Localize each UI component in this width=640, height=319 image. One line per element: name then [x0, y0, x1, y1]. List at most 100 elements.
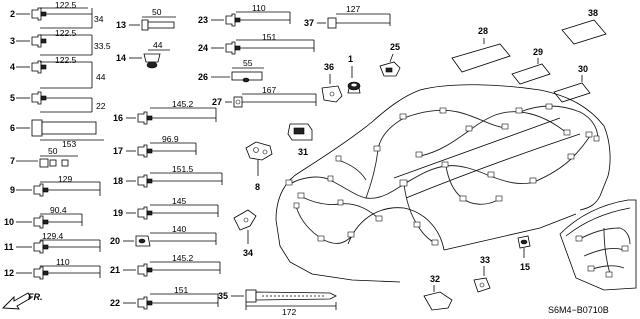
svg-text:2: 2 [10, 9, 15, 19]
svg-text:44: 44 [96, 72, 106, 82]
svg-text:30: 30 [578, 64, 588, 74]
svg-text:19: 19 [113, 208, 123, 218]
svg-text:153: 153 [62, 139, 76, 149]
svg-text:16: 16 [113, 113, 123, 123]
svg-text:3: 3 [10, 36, 15, 46]
svg-text:129.4: 129.4 [42, 231, 64, 241]
svg-text:21: 21 [110, 265, 120, 275]
part-20: 20 140 [110, 224, 217, 247]
part-34: 34 [233, 209, 257, 258]
part-35: 35 172 [218, 289, 337, 317]
harness-connectors [285, 103, 600, 246]
svg-text:23: 23 [198, 15, 208, 25]
svg-text:129: 129 [58, 174, 72, 184]
svg-text:4: 4 [10, 62, 15, 72]
part-32: 32 [423, 274, 453, 311]
svg-text:29: 29 [533, 47, 543, 57]
part-6: 6 153 [10, 119, 104, 149]
part-5: 5 22 [10, 91, 106, 113]
part-21: 21 145.2 [110, 253, 221, 277]
svg-text:13: 13 [116, 20, 126, 30]
door-panel [559, 199, 637, 291]
svg-text:90.4: 90.4 [50, 205, 67, 215]
part-31: 31 [287, 123, 313, 157]
svg-text:14: 14 [116, 53, 126, 63]
svg-text:26: 26 [198, 72, 208, 82]
front-arrow-icon: FR. [1, 292, 43, 310]
svg-text:9: 9 [10, 185, 15, 195]
svg-text:31: 31 [298, 147, 308, 157]
part-3: 3 122.5 33.5 [10, 28, 111, 56]
svg-text:22: 22 [110, 298, 120, 308]
svg-text:8: 8 [255, 182, 260, 192]
part-33: 33 [473, 255, 491, 293]
svg-text:27: 27 [212, 97, 222, 107]
svg-text:7: 7 [10, 156, 15, 166]
svg-text:32: 32 [430, 274, 440, 284]
svg-text:34: 34 [243, 248, 253, 258]
svg-text:140: 140 [172, 224, 186, 234]
svg-text:25: 25 [390, 42, 400, 52]
svg-text:96.9: 96.9 [162, 134, 179, 144]
part-16: 16 145.2 [113, 99, 217, 125]
car-body-outline [275, 84, 611, 283]
part-17: 17 96.9 [113, 134, 197, 158]
svg-text:127: 127 [346, 4, 360, 14]
svg-text:33: 33 [480, 255, 490, 265]
part-22: 22 151 [110, 285, 219, 310]
part-24: 24 151 [198, 32, 315, 55]
part-11: 11 129.4 [4, 231, 101, 254]
svg-text:28: 28 [478, 26, 488, 36]
svg-text:55: 55 [243, 58, 253, 68]
door-wire-harness [575, 227, 631, 278]
svg-text:17: 17 [113, 146, 123, 156]
svg-text:151: 151 [174, 285, 188, 295]
svg-text:20: 20 [110, 236, 120, 246]
svg-text:15: 15 [520, 262, 530, 272]
part-2: 2 122.5 34 [10, 0, 104, 29]
part-23: 23 110 [198, 3, 291, 27]
svg-text:167: 167 [262, 85, 276, 95]
svg-text:33.5: 33.5 [94, 41, 111, 51]
part-8: 8 [245, 141, 273, 192]
part-19: 19 145 [113, 196, 219, 220]
svg-text:50: 50 [152, 7, 162, 17]
svg-text:122.5: 122.5 [55, 55, 77, 65]
svg-text:122.5: 122.5 [55, 28, 77, 38]
part-28: 28 [451, 26, 511, 73]
part-14: 14 44 [116, 40, 170, 69]
svg-text:12: 12 [4, 268, 14, 278]
part-29: 29 [511, 47, 551, 85]
svg-text:37: 37 [304, 18, 314, 28]
svg-text:122.5: 122.5 [55, 0, 77, 10]
svg-text:1: 1 [348, 54, 353, 64]
diagram-code: S6M4−B0710B [548, 305, 609, 315]
svg-text:35: 35 [218, 291, 228, 301]
part-9: 9 129 [10, 174, 101, 197]
part-37: 37 127 [304, 4, 391, 29]
part-4: 4 122.5 44 [10, 55, 106, 89]
part-7: 7 50 [10, 146, 78, 168]
svg-text:110: 110 [252, 3, 266, 13]
part-38: 38 [561, 8, 607, 45]
svg-text:38: 38 [588, 8, 598, 18]
svg-text:5: 5 [10, 93, 15, 103]
svg-text:FR.: FR. [28, 292, 43, 302]
part-27: 27 167 [212, 85, 317, 108]
svg-text:145.2: 145.2 [172, 99, 194, 109]
part-1: 1 [347, 54, 361, 94]
part-10: 10 90.4 [4, 205, 83, 229]
svg-text:10: 10 [4, 217, 14, 227]
svg-text:145: 145 [172, 196, 186, 206]
svg-text:110: 110 [56, 257, 70, 267]
part-36: 36 [321, 62, 343, 103]
svg-text:151.5: 151.5 [172, 164, 194, 174]
svg-text:44: 44 [153, 40, 163, 50]
svg-text:22: 22 [96, 101, 106, 111]
svg-text:50: 50 [48, 146, 58, 156]
part-15: 15 [517, 235, 531, 272]
svg-text:172: 172 [282, 307, 296, 317]
svg-text:34: 34 [94, 14, 104, 24]
svg-text:11: 11 [4, 242, 14, 252]
